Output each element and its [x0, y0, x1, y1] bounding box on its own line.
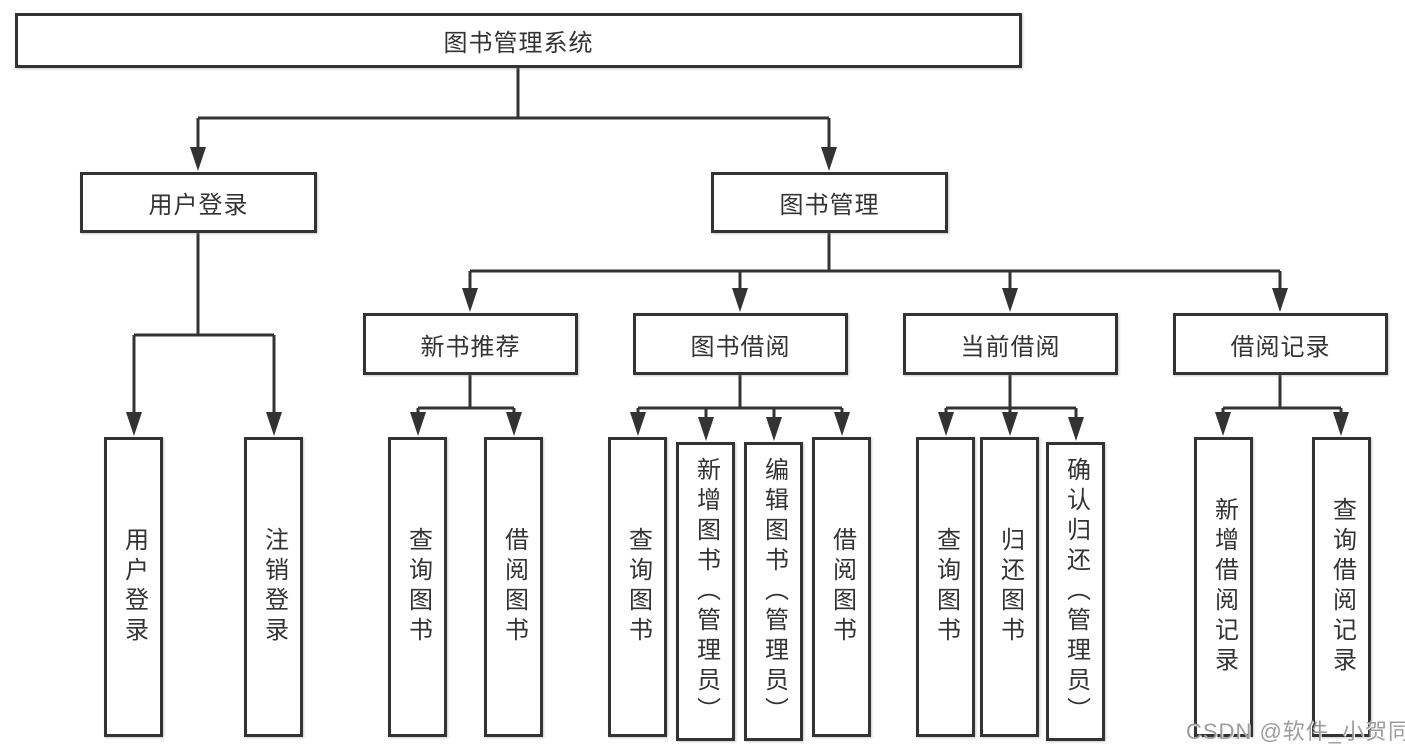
node-current-borrowing: 当前借阅 [903, 313, 1118, 375]
node-borrowing-records: 借阅记录 [1173, 313, 1388, 375]
node-label: 用户登录 [148, 192, 249, 219]
leaf-borrow-books-recommend: 借阅图书 [484, 437, 543, 737]
leaf-label: 新增图书（管理员） [692, 456, 720, 727]
leaf-add-book-admin: 新增图书（管理员） [676, 442, 735, 741]
leaf-confirm-return-admin: 确认归还（管理员） [1046, 442, 1105, 741]
leaf-label: 借阅图书 [500, 527, 528, 647]
leaf-query-books-current: 查询图书 [916, 437, 975, 737]
leaf-label: 注销登录 [260, 527, 288, 647]
node-label: 图书管理系统 [443, 30, 594, 57]
leaf-label: 借阅图书 [828, 527, 856, 647]
leaf-label: 查询图书 [932, 527, 960, 647]
node-book-borrowing: 图书借阅 [633, 313, 848, 375]
leaf-query-books-recommend: 查询图书 [388, 437, 447, 737]
leaf-label: 查询借阅记录 [1328, 497, 1356, 677]
leaf-return-book: 归还图书 [980, 437, 1039, 737]
node-book-management: 图书管理 [711, 172, 948, 233]
leaf-borrow-books: 借阅图书 [812, 437, 871, 737]
csdn-watermark: CSDN @软件_小贺同学 [1186, 719, 1405, 744]
node-label: 借阅记录 [1230, 333, 1331, 361]
leaf-label: 新增借阅记录 [1210, 497, 1238, 677]
node-label: 图书借阅 [690, 333, 791, 361]
leaf-label: 归还图书 [996, 527, 1024, 647]
node-user-login: 用户登录 [80, 172, 317, 233]
leaf-query-books-borrowing: 查询图书 [608, 437, 667, 737]
leaf-add-borrow-record: 新增借阅记录 [1194, 437, 1253, 737]
leaf-label: 编辑图书（管理员） [760, 456, 788, 727]
connector-shafts [132, 68, 1343, 421]
leaf-logout: 注销登录 [244, 437, 303, 737]
leaf-user-login: 用户登录 [104, 437, 163, 737]
leaf-label: 确认归还（管理员） [1062, 456, 1090, 727]
node-root-library-system: 图书管理系统 [15, 13, 1022, 68]
node-label: 图书管理 [779, 192, 880, 219]
connector-arrowheads [126, 147, 1349, 441]
node-label: 当前借阅 [960, 333, 1061, 361]
leaf-query-borrow-record: 查询借阅记录 [1312, 437, 1371, 737]
leaf-label: 用户登录 [120, 527, 148, 647]
leaf-edit-book-admin: 编辑图书（管理员） [744, 442, 803, 741]
node-new-book-recommend: 新书推荐 [363, 313, 578, 375]
leaf-label: 查询图书 [404, 527, 432, 647]
node-label: 新书推荐 [420, 333, 521, 361]
leaf-label: 查询图书 [624, 527, 652, 647]
